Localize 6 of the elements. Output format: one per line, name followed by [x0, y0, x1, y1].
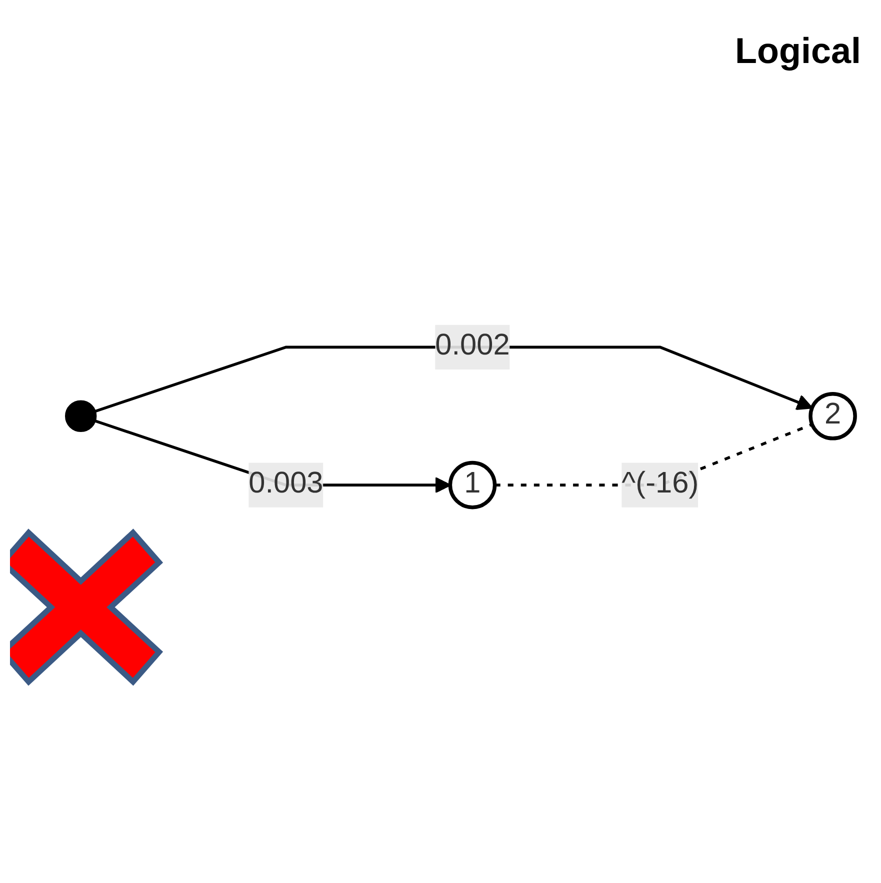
state-circle: 2 [808, 392, 857, 440]
diagram-title: Logical [734, 30, 861, 72]
state-circle: 1 [448, 460, 497, 510]
arrow [94, 346, 813, 413]
cross-mark [10, 528, 164, 686]
filled-circle [65, 400, 97, 432]
